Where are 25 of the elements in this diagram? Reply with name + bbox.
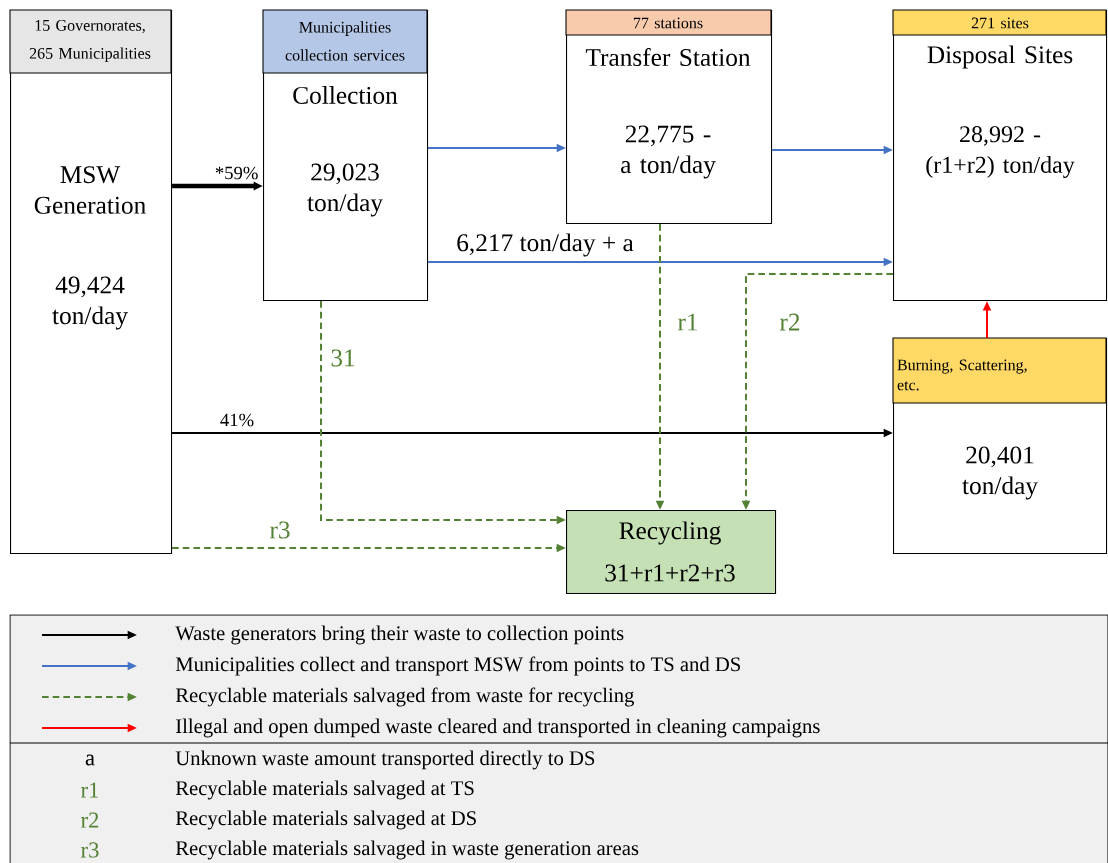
process-box: 271 sites Disposal Sites 28,992 - (r1+r2) ton/day	[892, 9, 1108, 302]
edge-label: *59%	[215, 166, 258, 180]
table-text: Recyclable materials salvaged at DS	[175, 810, 476, 830]
symbol-label: r1	[81, 782, 99, 798]
edge-label: 6,217 ton/day + a	[457, 233, 634, 257]
symbol-label: a	[85, 754, 95, 766]
table-text: Recyclable materials salvaged at TS	[175, 780, 474, 800]
edge-label: 31	[331, 349, 355, 367]
process-box: Burning, Scattering, etc. 20,401 ton/day	[892, 337, 1108, 555]
process-box: 77 stations Transfer Station 22,775 - a ton/day	[565, 9, 773, 225]
table-text: Recyclable materials salvaged in waste generation areas	[175, 840, 639, 860]
process-box: 15 Governorates, 265 Municipalities MSW Generation 49,424 ton/day	[9, 9, 173, 555]
edge-label: r2	[779, 313, 800, 331]
legend-text: Municipalities collect and transport MSW from points to TS and DS	[175, 656, 740, 676]
legend-text: Recyclable materials salvaged from waste for recycling	[175, 687, 634, 707]
edge-label: r1	[677, 313, 698, 331]
edge-label: 41%	[220, 413, 254, 427]
table-text: Unknown waste amount transported directly to DS	[175, 750, 595, 770]
edge-label: r3	[269, 521, 290, 539]
legend-text: Waste generators bring their waste to collection points	[175, 625, 624, 645]
process-box: Recycling 31+r1+r2+r3	[566, 510, 777, 595]
symbol-label: r2	[81, 812, 99, 828]
symbol-label: r3	[81, 842, 99, 858]
process-box: Municipalities collection services Collection 29,023 ton/day	[262, 9, 429, 302]
legend-text: Illegal and open dumped waste cleared and transported in cleaning campaigns	[176, 718, 820, 738]
